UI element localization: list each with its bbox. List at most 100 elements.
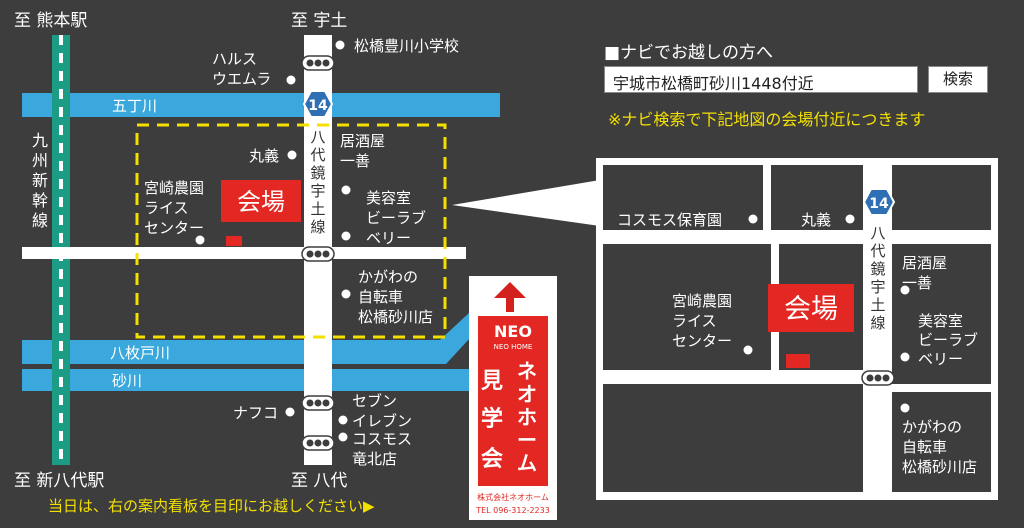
shinkansen-label-char: 九: [32, 131, 48, 150]
road-label-char: 代: [310, 146, 325, 164]
nav-heading: ■ナビでお越しの方へ: [604, 43, 774, 63]
landmark-seven: イレブン: [352, 412, 412, 430]
landmark-dot: [338, 432, 348, 442]
signboard-brand-char: ネ: [517, 359, 537, 383]
detail-venue-marker: [786, 354, 810, 368]
landmark-dot: [845, 214, 855, 224]
road-label-char: 土: [310, 200, 325, 218]
landmark-miyazaki: 宮崎農園: [144, 179, 204, 197]
landmark-dot: [285, 407, 295, 417]
detail-map: [596, 158, 998, 500]
shinkansen-label-char: 新: [32, 171, 48, 190]
traffic-light-icon: [861, 370, 895, 386]
river-label-yatsumadogawa: 八枚戸川: [110, 344, 170, 362]
detail-route-number: 14: [869, 196, 889, 212]
river-label-gochogawa: 五丁川: [112, 97, 157, 115]
road-label-char: 線: [310, 218, 325, 236]
signboard-event-char: 会: [481, 446, 503, 472]
venue-label: 会場: [237, 188, 285, 216]
landmark-bicycle: 松橋砂川店: [358, 308, 433, 326]
river-label-sunagawa: 砂川: [112, 372, 142, 390]
road-label-char: 鏡: [310, 164, 325, 182]
landmark-dot: [335, 40, 345, 50]
signboard-logo: NEO: [494, 322, 532, 341]
river-yatsumadogawa: [22, 312, 470, 364]
footer-note: 当日は、右の案内看板を目印にお越しください▶: [48, 497, 375, 515]
signboard-event-char: 学: [481, 406, 503, 432]
road-label-char: 宇: [310, 182, 325, 200]
nav-note: ※ナビ検索で下記地図の会場付近につきます: [608, 110, 926, 129]
venue-sign-box: [221, 180, 301, 222]
landmark-miyazaki: ライス: [144, 199, 189, 217]
detail-landmark-beauty: ビーラブ: [918, 331, 978, 349]
nav-search-button[interactable]: 検索: [928, 66, 988, 93]
route-14-shield-icon: 14: [862, 188, 896, 216]
detail-road-label-char: 八: [870, 224, 885, 242]
detail-road-label-char: 土: [870, 296, 885, 314]
nav-address-field[interactable]: 宇城市松橋町砂川1448付近: [604, 66, 918, 93]
detail-landmark-miyazaki: センター: [672, 332, 732, 350]
landmark-dot: [287, 150, 297, 160]
landmark-harusu: ウエムラ: [212, 70, 271, 88]
road-east-west: [22, 247, 466, 259]
detail-road-label-char: 宇: [870, 278, 885, 296]
signboard-company: 株式会社ネオホーム: [477, 492, 549, 502]
signboard-brand-char: オ: [517, 382, 537, 406]
signboard-logo-sub: NEO HOME: [494, 343, 533, 351]
venue-marker: [226, 236, 242, 246]
signboard-event-char: 見: [481, 369, 503, 394]
landmark-dot: [286, 75, 296, 85]
landmark-beauty: ベリー: [366, 229, 411, 247]
detail-landmark-bicycle: 松橋砂川店: [902, 458, 977, 476]
landmark-dot: [338, 415, 348, 425]
landmark-harusu: ハルス: [212, 50, 257, 68]
road-label-char: 八: [310, 128, 325, 146]
detail-landmark-beauty: ベリー: [918, 350, 963, 368]
landmark-dot: [900, 403, 910, 413]
landmark-cosmos: 竜北店: [352, 450, 397, 468]
traffic-light-icon: [301, 55, 335, 71]
callout-pointer: [452, 180, 600, 226]
detail-road-label-char: 鏡: [870, 260, 885, 278]
direction-uto: 至 宇土: [291, 11, 347, 31]
up-arrow-icon: [494, 282, 526, 312]
traffic-light-icon: [301, 246, 335, 262]
detail-landmark-izakaya: 居酒屋: [902, 254, 947, 272]
landmark-beauty: 美容室: [366, 189, 411, 207]
detail-landmark-izakaya: 一善: [902, 274, 932, 292]
landmark-school: 松橋豊川小学校: [354, 37, 459, 55]
landmark-dot: [341, 231, 351, 241]
detail-landmark-bicycle: かがわの: [902, 418, 962, 436]
detail-landmark-bicycle: 自転車: [902, 438, 947, 456]
detail-landmark-maruyoshi: 丸義: [801, 211, 831, 229]
direction-shinyatsushiro: 至 新八代駅: [14, 471, 104, 491]
landmark-miyazaki: センター: [144, 219, 204, 237]
landmark-nafco: ナフコ: [233, 404, 278, 422]
landmark-maruyoshi: 丸義: [249, 147, 279, 165]
signboard-brand-char: ホ: [517, 405, 537, 429]
signboard: NEO NEO HOME 見 学 会 ネ オ ホ ー ム 株式会社ネオホーム T…: [469, 276, 557, 520]
direction-kumamoto: 至 熊本駅: [14, 11, 87, 31]
detail-road-label-char: 代: [870, 242, 885, 260]
signboard-brand-char: ム: [517, 451, 537, 475]
traffic-light-icon: [301, 435, 335, 451]
landmark-beauty: ビーラブ: [366, 209, 426, 227]
shinkansen-label-char: 幹: [32, 191, 48, 210]
landmark-bicycle: かがわの: [358, 268, 418, 286]
shinkansen-label-char: 州: [32, 151, 48, 170]
traffic-light-icon: [301, 395, 335, 411]
landmark-seven: セブン: [352, 392, 397, 410]
detail-landmark-miyazaki: ライス: [672, 312, 717, 330]
landmark-dot: [195, 235, 205, 245]
landmark-izakaya: 一善: [340, 152, 370, 170]
river-sunagawa: [22, 369, 470, 391]
landmark-cosmos: コスモス: [352, 430, 412, 448]
landmark-dot: [341, 289, 351, 299]
landmark-dot: [900, 285, 910, 295]
landmark-bicycle: 自転車: [358, 288, 403, 306]
river-gochogawa: [22, 93, 500, 117]
route-14-shield-icon: 14: [302, 90, 334, 118]
detail-venue-label: 会場: [784, 294, 838, 325]
